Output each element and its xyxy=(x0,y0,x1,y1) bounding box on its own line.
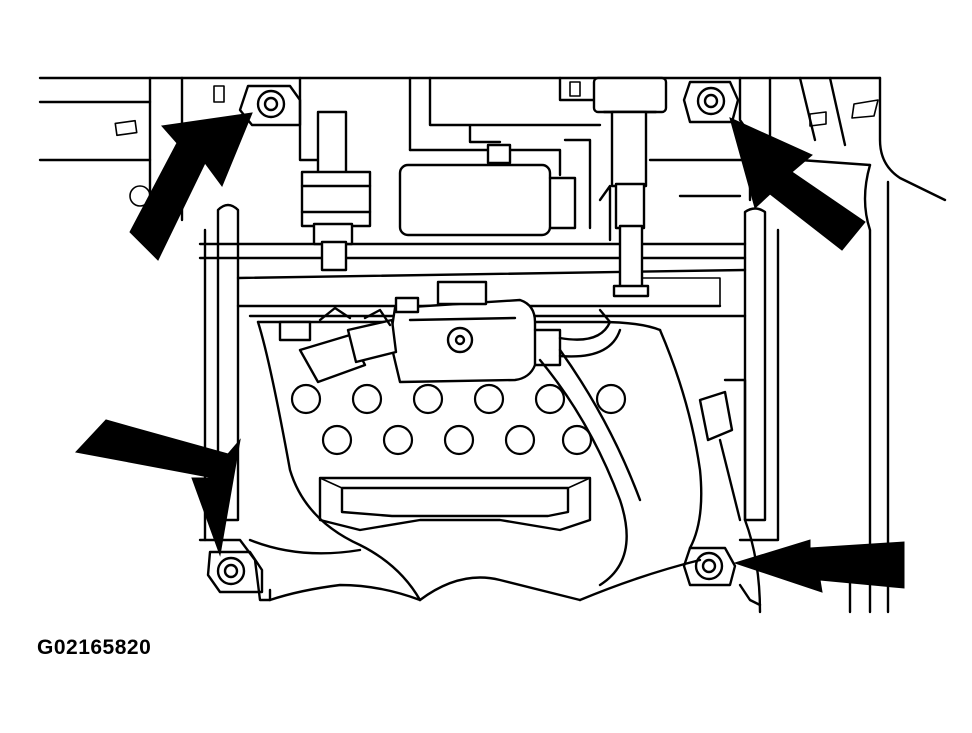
wire-connector xyxy=(278,306,398,384)
bolt-bottom-right xyxy=(682,546,737,587)
center-module xyxy=(398,124,592,237)
bolt-top-left xyxy=(238,84,302,127)
vent-hole xyxy=(595,383,627,415)
vent-hole xyxy=(561,424,593,456)
vent-hole xyxy=(321,424,353,456)
bolt-top-right xyxy=(682,80,740,124)
vent-hole xyxy=(382,424,414,456)
vent-hole xyxy=(534,383,566,415)
vent-hole xyxy=(473,383,505,415)
arrow-bottom-left xyxy=(75,419,241,557)
vent-housing xyxy=(248,320,747,602)
vent-hole xyxy=(351,383,383,415)
blend-door-motor xyxy=(388,280,622,384)
arrow-top-right xyxy=(729,117,866,251)
arrow-bottom-right xyxy=(733,539,905,593)
side-brackets xyxy=(198,203,780,607)
lower-frame xyxy=(268,518,852,614)
vent-hole xyxy=(290,383,322,415)
vent-hole xyxy=(412,383,444,415)
vent-hole xyxy=(504,424,536,456)
duct-slot xyxy=(318,476,592,532)
right-actuator xyxy=(592,76,752,298)
figure-id-label: G02165820 xyxy=(37,636,152,659)
vent-holes xyxy=(290,383,627,456)
arrow-top-left xyxy=(129,112,253,261)
vent-hole xyxy=(443,424,475,456)
left-actuator xyxy=(300,110,372,272)
